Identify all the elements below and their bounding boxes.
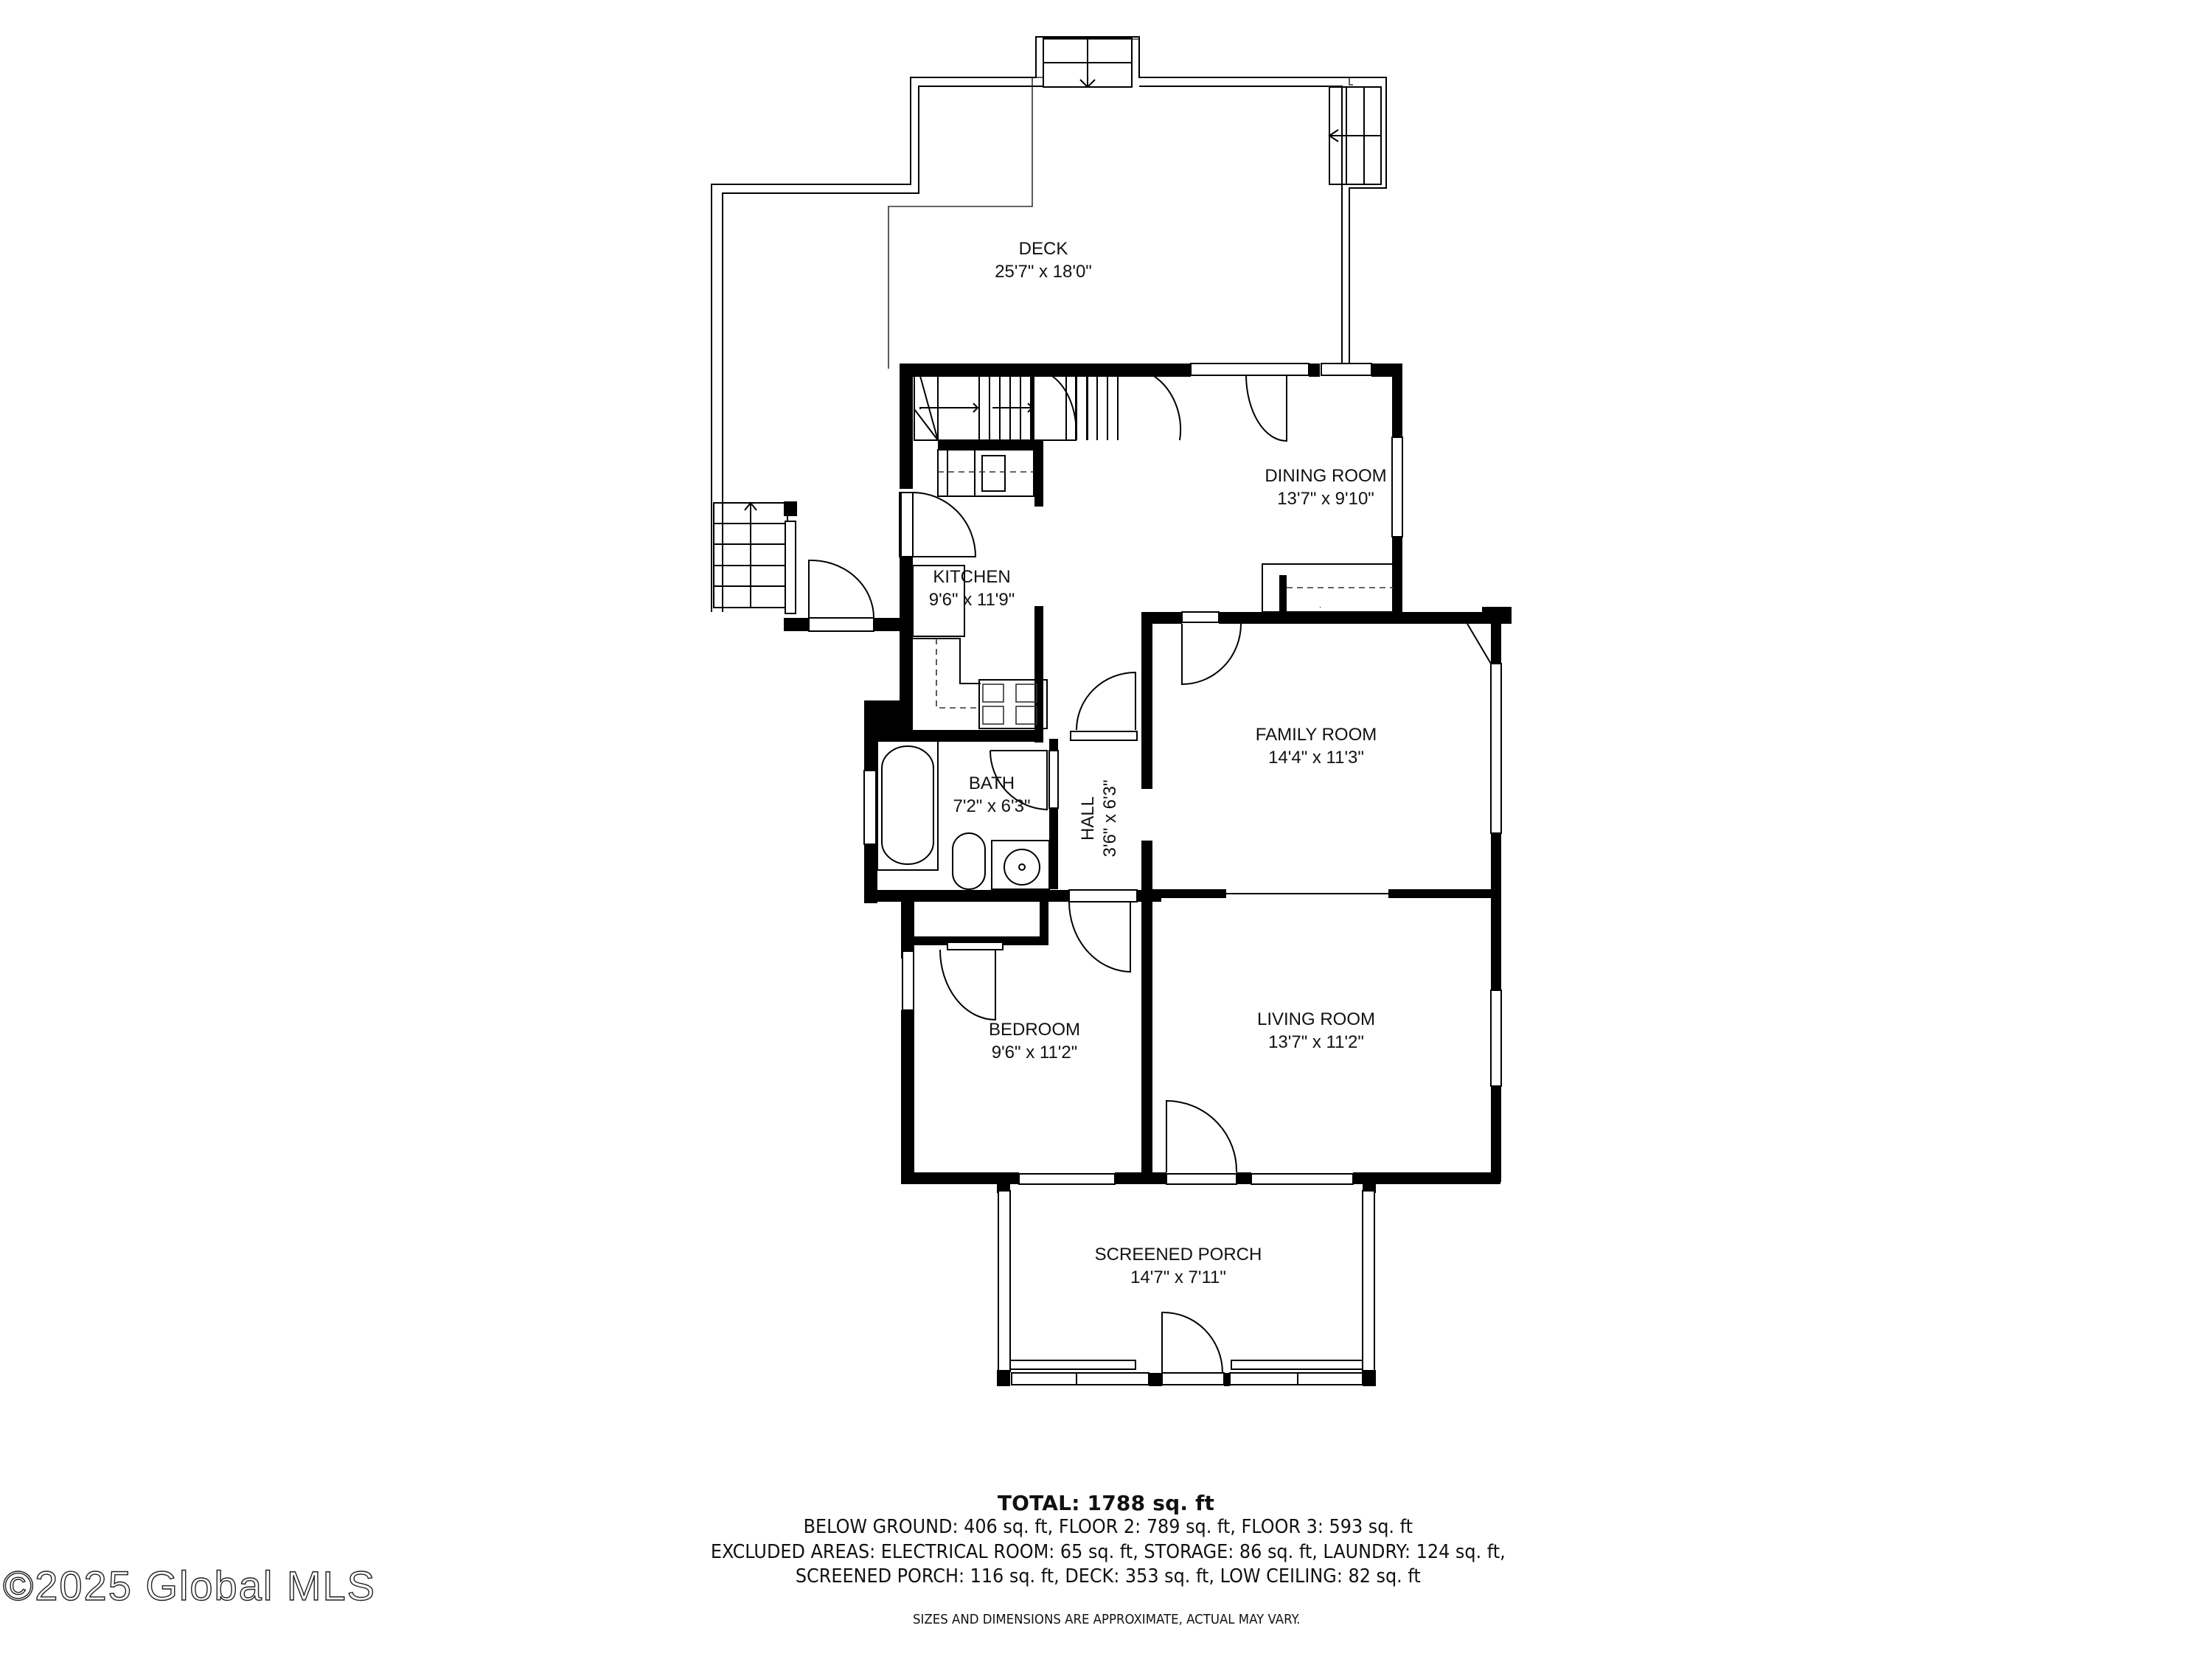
- bedroom-dims: 9'6" x 11'2": [992, 1043, 1078, 1062]
- watermark: ©2025 Global MLS: [2, 1562, 376, 1609]
- interior-stairs: [914, 375, 1119, 441]
- hall-name: HALL: [1078, 796, 1098, 841]
- deck-name: DECK: [1019, 239, 1068, 259]
- excluded-areas: EXCLUDED AREAS: ELECTRICAL ROOM: 65 sq. …: [710, 1541, 1506, 1563]
- deck-dims: 25'7" x 18'0": [995, 262, 1092, 282]
- bath-name: BATH: [969, 773, 1015, 793]
- excluded-areas-cont: SCREENED PORCH: 116 sq. ft, DECK: 353 sq…: [795, 1565, 1421, 1587]
- living-room-name: LIVING ROOM: [1257, 1009, 1375, 1029]
- kitchen-name: KITCHEN: [933, 567, 1010, 587]
- dining-room-dims: 13'7" x 9'10": [1277, 489, 1374, 509]
- floor-areas: BELOW GROUND: 406 sq. ft, FLOOR 2: 789 s…: [803, 1516, 1413, 1538]
- living-room-dims: 13'7" x 11'2": [1268, 1032, 1364, 1052]
- living-room-door: [1166, 1099, 1238, 1173]
- bath-fixtures: [877, 739, 1050, 890]
- bedroom-door: [939, 949, 996, 1021]
- dining-room-name: DINING ROOM: [1265, 466, 1386, 486]
- dining-fixtures: [1087, 375, 1394, 613]
- total-area: TOTAL: 1788 sq. ft: [997, 1491, 1215, 1515]
- family-room-name: FAMILY ROOM: [1256, 725, 1377, 745]
- bath-dims: 7'2" x 6'3": [953, 796, 1031, 816]
- disclaimer: SIZES AND DIMENSIONS ARE APPROXIMATE, AC…: [913, 1612, 1301, 1627]
- kitchen-dims: 9'6" x 11'9": [929, 590, 1015, 610]
- hall-label: HALL 3'6" x 6'3": [1078, 780, 1120, 858]
- house-walls: [863, 363, 1512, 1185]
- screened-porch-name: SCREENED PORCH: [1095, 1245, 1262, 1265]
- deck-outline: [711, 36, 1387, 632]
- bedroom-name: BEDROOM: [989, 1020, 1080, 1040]
- screened-porch: [997, 1178, 1376, 1386]
- family-fixtures: [1181, 623, 1492, 686]
- family-room-dims: 14'4" x 11'3": [1268, 748, 1364, 768]
- screened-porch-dims: 14'7" x 7'11": [1130, 1267, 1226, 1287]
- hall-dims: 3'6" x 6'3": [1100, 780, 1120, 858]
- hall-door: [1068, 901, 1131, 973]
- kitchen-fixtures: [900, 449, 1136, 731]
